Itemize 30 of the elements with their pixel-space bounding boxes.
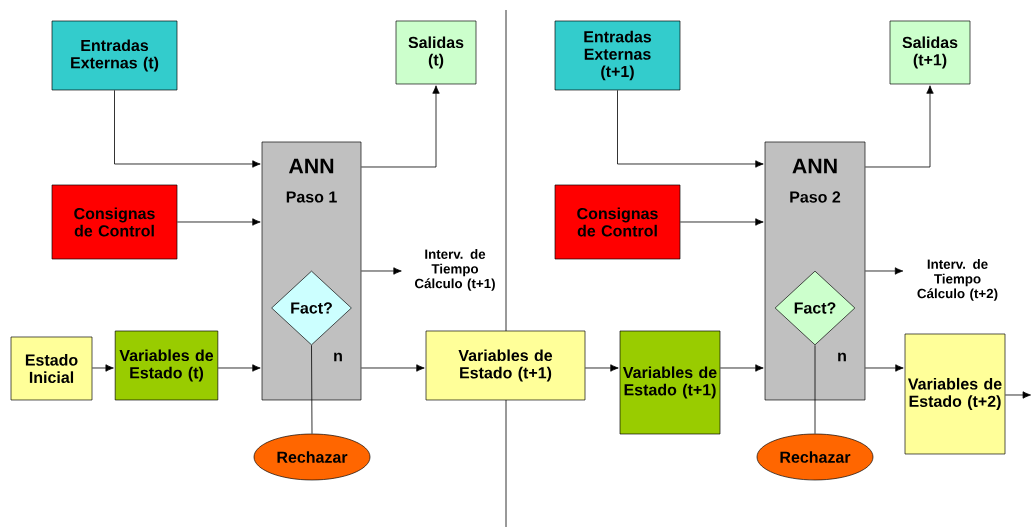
- output-text: Interv. de Tiempo Cálculo (t+2): [917, 259, 998, 301]
- arrow: [617, 89, 764, 168]
- arrow: [719, 364, 764, 372]
- edge-label: n: [334, 352, 342, 362]
- control-box: Consignas de Control: [51, 184, 178, 260]
- arrow: [360, 364, 425, 372]
- state-box: Variables de Estado (t+2): [904, 333, 1006, 455]
- arrow: [217, 364, 261, 372]
- arrow: [679, 218, 764, 226]
- arrow: [584, 364, 619, 372]
- arrow: [864, 364, 904, 372]
- state-box: Variables de Estado (t+1): [619, 330, 721, 435]
- arrow: [864, 85, 934, 168]
- arrow: [114, 89, 261, 168]
- arrow: [864, 267, 904, 275]
- input-box: Entradas Externas (t): [51, 20, 178, 91]
- control-box: Consignas de Control: [554, 184, 681, 260]
- arrow: [91, 364, 114, 372]
- arrow: [360, 267, 402, 275]
- output-box: Salidas (t): [395, 20, 477, 85]
- arrow: [1004, 391, 1031, 399]
- output-box: Salidas (t+1): [889, 20, 971, 85]
- arrow: [360, 85, 440, 168]
- arrow: [176, 218, 261, 226]
- output-text: Interv. de Tiempo Cálculo (t+1): [415, 249, 495, 291]
- state-box: Variables de Estado (t): [114, 330, 219, 401]
- state-box: Variables de Estado (t+1): [425, 330, 586, 401]
- start-box: Estado Inicial: [10, 336, 93, 401]
- edge-label: n: [838, 352, 846, 362]
- input-box: Entradas Externas (t+1): [554, 20, 681, 91]
